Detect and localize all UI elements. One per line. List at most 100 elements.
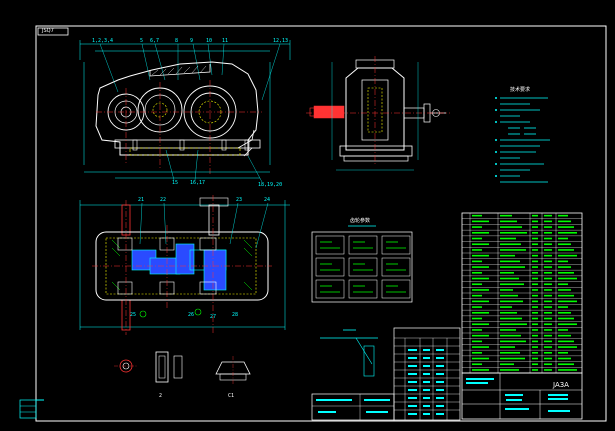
parts-cell-text	[500, 363, 514, 366]
parts-cell-text	[472, 352, 482, 354]
parts-cell-text	[472, 312, 489, 314]
parts-cell-text	[472, 254, 489, 257]
parts-cell-text	[558, 260, 568, 263]
parts-cell-text	[544, 214, 552, 217]
spec-table	[393, 327, 461, 421]
parts-cell-text	[472, 226, 482, 228]
parts-cell-text	[532, 300, 538, 303]
parts-cell-text	[532, 369, 538, 371]
parts-cell-text	[558, 249, 574, 251]
sheet-border	[35, 25, 607, 422]
parts-cell-text	[472, 289, 489, 291]
parts-cell-text	[544, 226, 552, 228]
svg-text:26: 26	[188, 312, 194, 318]
svg-text:23: 23	[236, 197, 242, 203]
corner-tag-box	[37, 27, 69, 36]
parts-cell-text	[472, 283, 482, 286]
parts-cell-text	[532, 334, 538, 337]
parts-cell-text	[500, 306, 512, 308]
parts-cell-text	[500, 346, 515, 348]
parts-cell-text	[472, 363, 482, 366]
parts-cell-text	[532, 323, 538, 326]
parts-cell-text	[472, 272, 482, 274]
svg-text:11: 11	[222, 38, 228, 44]
parts-cell-text	[500, 294, 518, 297]
parts-cell-text	[532, 214, 538, 217]
parts-cell-text	[532, 243, 538, 246]
parts-cell-text	[558, 306, 568, 308]
parts-cell-text	[544, 237, 552, 240]
parts-cell-text	[558, 352, 568, 354]
parts-cell-text	[532, 283, 538, 286]
parts-cell-text	[500, 214, 512, 217]
gear-parameter-grid	[311, 225, 413, 303]
parts-cell-text	[544, 357, 552, 360]
notes-title: 技术要求	[510, 87, 531, 93]
parts-cell-text	[544, 300, 552, 303]
side-view	[306, 56, 450, 171]
parts-cell-text	[544, 260, 552, 263]
parts-cell-text	[558, 294, 574, 297]
parts-cell-text	[472, 357, 489, 360]
parts-cell-text	[500, 243, 521, 246]
parts-cell-text	[500, 323, 527, 326]
svg-text:28: 28	[232, 312, 238, 318]
svg-text:27: 27	[210, 314, 216, 320]
parts-cell-text	[500, 277, 519, 280]
parts-cell-text	[558, 283, 568, 286]
svg-text:6,7: 6,7	[150, 38, 159, 44]
parts-cell-text	[472, 369, 489, 371]
parts-cell-text	[472, 294, 482, 297]
parts-cell-text	[472, 334, 489, 337]
parts-cell-text	[558, 312, 571, 314]
parts-cell-text	[558, 226, 574, 228]
parts-cell-text	[544, 312, 552, 314]
parts-cell-text	[544, 369, 552, 371]
parts-cell-text	[558, 340, 574, 343]
parts-cell-text	[544, 340, 552, 343]
parts-cell-text	[472, 232, 489, 234]
parts-cell-text	[500, 369, 519, 371]
parts-cell-text	[532, 249, 538, 251]
title-block	[311, 372, 583, 421]
parts-cell-text	[500, 254, 515, 257]
parts-cell-text	[532, 346, 538, 348]
parts-cell-text	[500, 266, 525, 268]
parts-cell-text	[544, 266, 552, 268]
parts-cell-text	[500, 340, 526, 343]
svg-text:18,19,20: 18,19,20	[258, 182, 282, 188]
svg-text:25: 25	[130, 312, 136, 318]
parts-cell-text	[500, 283, 524, 286]
parts-cell-text	[472, 220, 489, 223]
sheet-code: JA3A	[553, 381, 569, 389]
parts-cell-text	[532, 277, 538, 280]
parts-cell-text	[558, 300, 577, 303]
parts-cell-text	[558, 272, 574, 274]
parts-cell-text	[544, 334, 552, 337]
svg-text:10: 10	[206, 38, 212, 44]
parts-cell-text	[558, 214, 568, 217]
parts-cell-text	[558, 323, 577, 326]
parts-cell-text	[472, 317, 482, 320]
parts-cell-text	[472, 329, 482, 331]
parts-cell-text	[532, 226, 538, 228]
parts-cell-text	[544, 232, 552, 234]
parts-cell-text	[532, 312, 538, 314]
parts-cell-text	[532, 363, 538, 366]
svg-text:C1: C1	[228, 393, 234, 399]
parts-cell-text	[544, 323, 552, 326]
parts-cell-text	[544, 352, 552, 354]
parts-cell-text	[532, 272, 538, 274]
parts-cell-text	[500, 312, 517, 314]
parts-cell-text	[558, 232, 577, 234]
parts-cell-text	[500, 300, 523, 303]
parts-cell-text	[532, 352, 538, 354]
svg-text:2: 2	[159, 393, 162, 399]
parts-cell-text	[544, 220, 552, 223]
parts-cell-text	[544, 249, 552, 251]
parts-cell-text	[472, 306, 482, 308]
svg-text:24: 24	[264, 197, 270, 203]
